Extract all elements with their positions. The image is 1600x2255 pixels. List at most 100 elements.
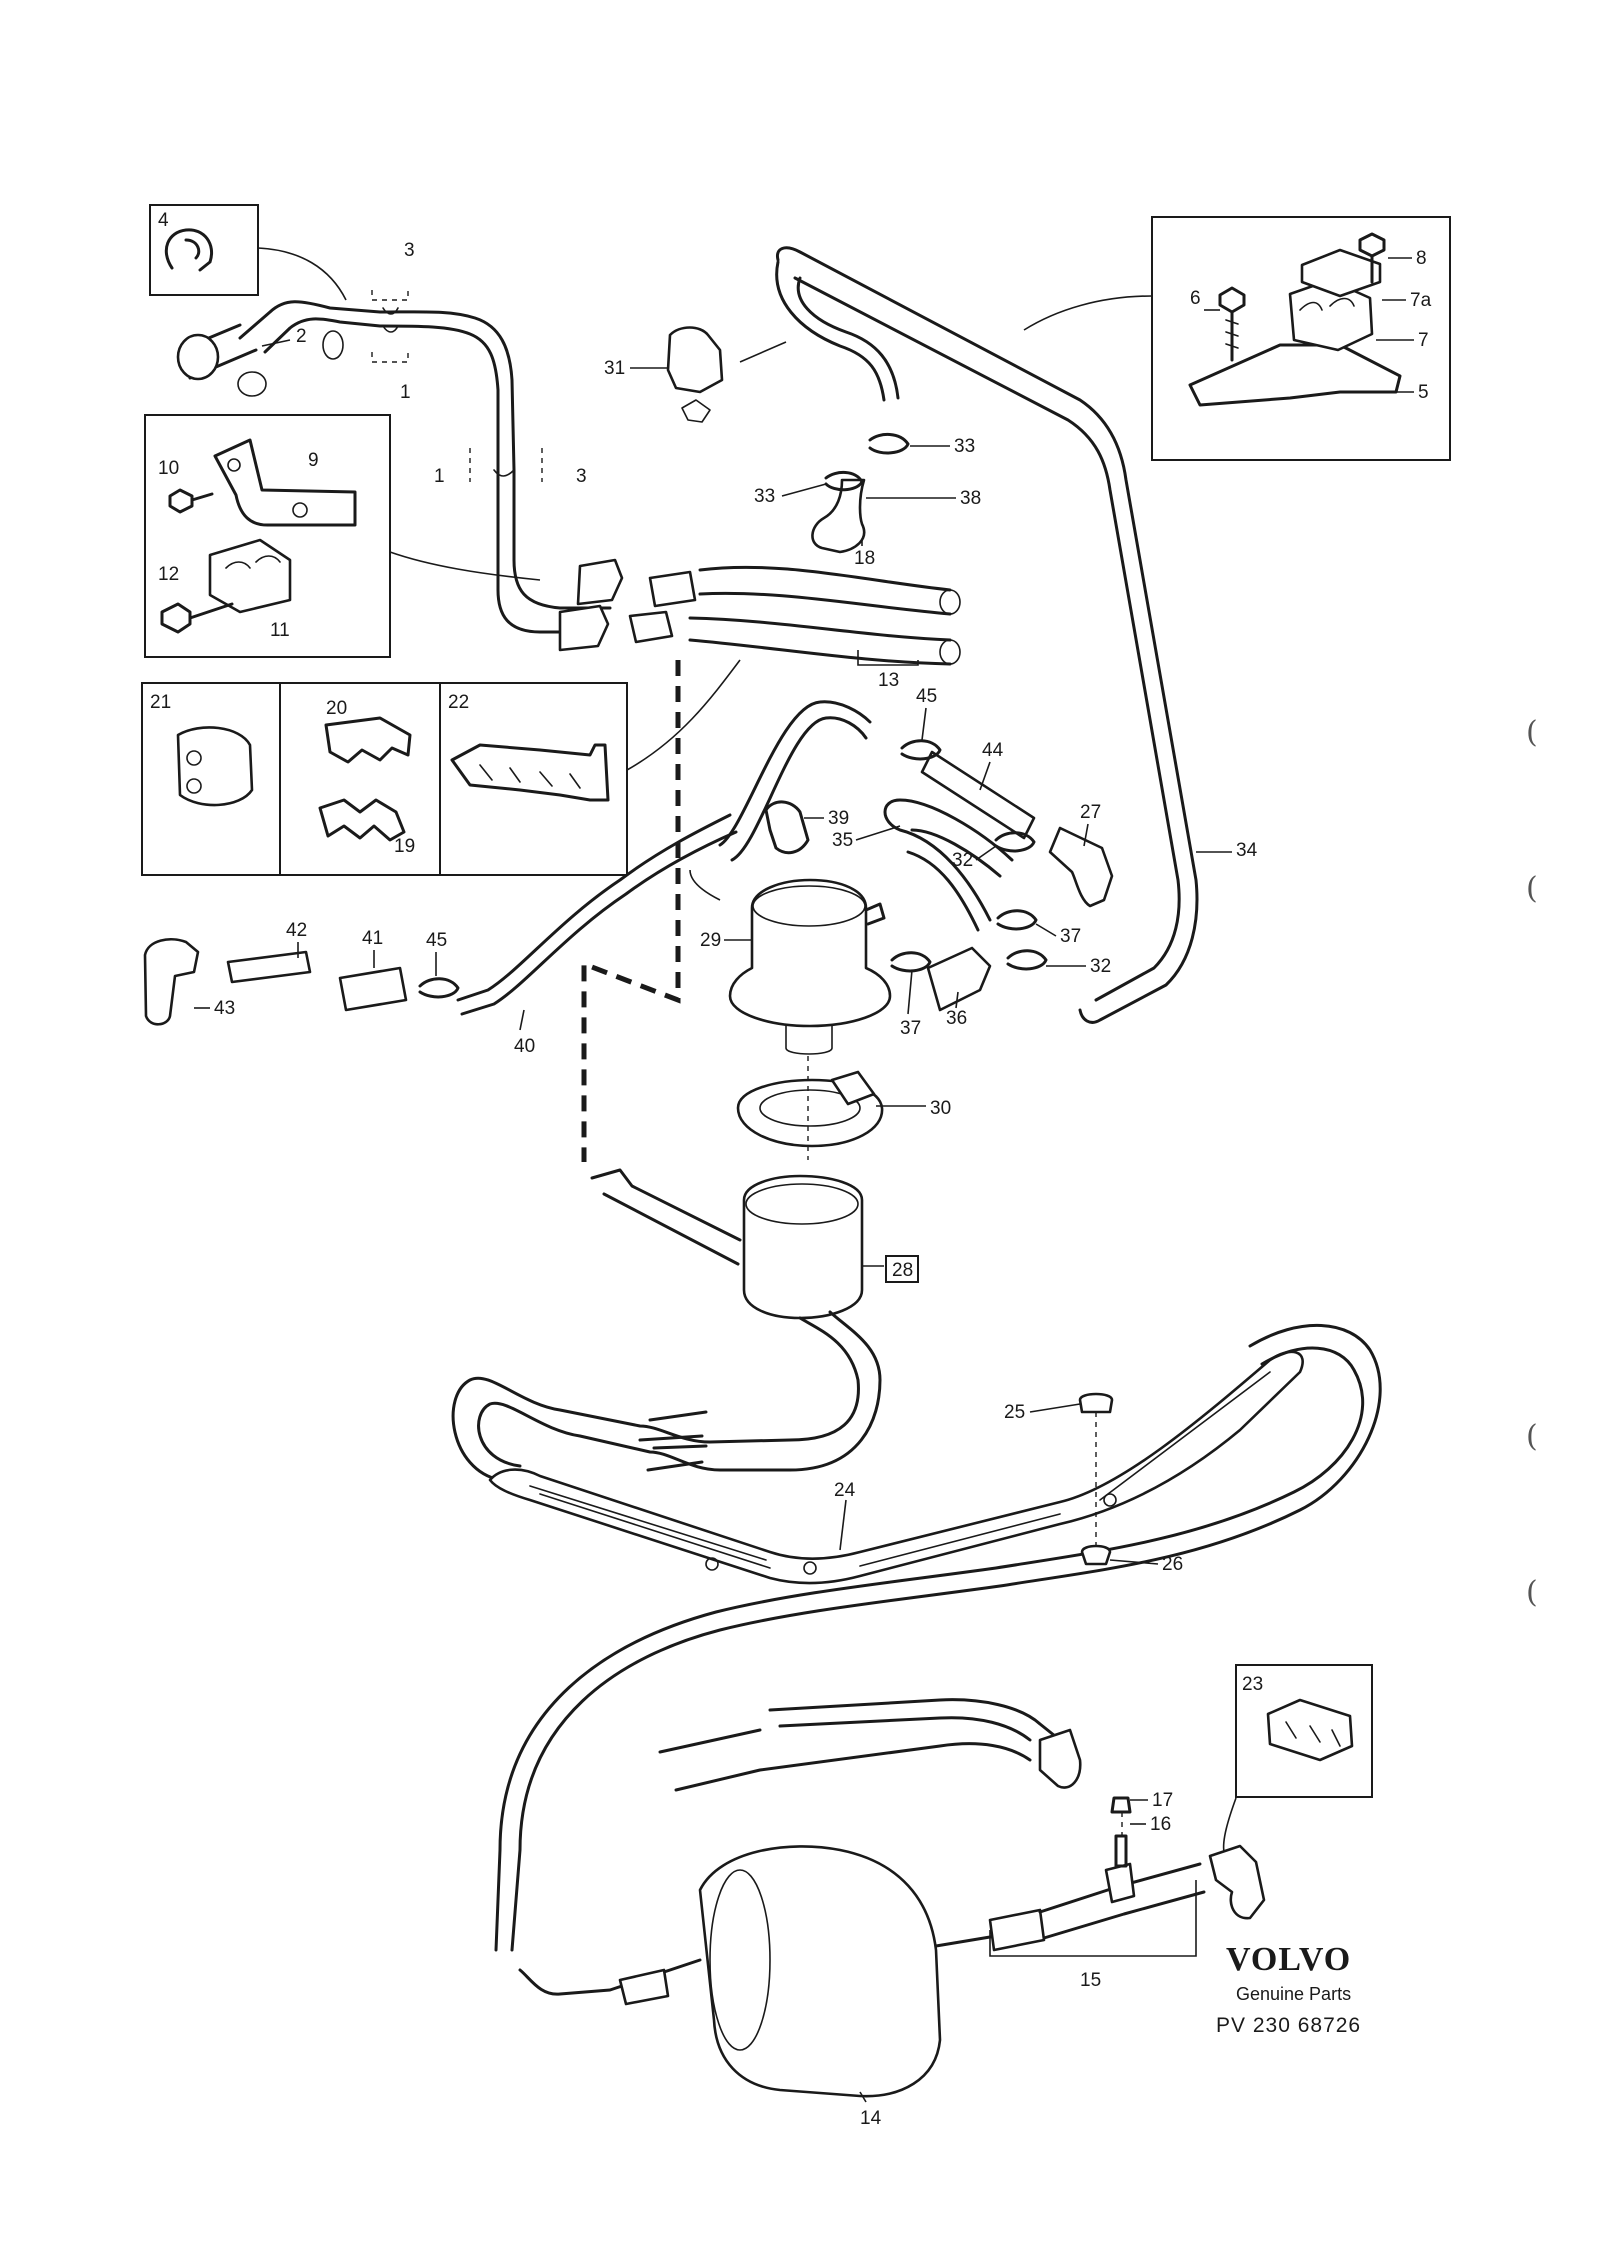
tick-25 [1029, 1403, 1081, 1413]
callout-25: 25 [1004, 1402, 1025, 1423]
leader-19-22 [626, 659, 741, 771]
clamp-part-37b [996, 909, 1038, 931]
clip-part-4 [164, 228, 213, 272]
leader-arrow-39 [689, 869, 721, 901]
inset-frame-23 [1235, 1664, 1373, 1798]
elbow-part-15 [1208, 1844, 1266, 1920]
sender-line-outer [451, 1310, 882, 1482]
callout-40: 40 [514, 1036, 535, 1057]
screw-part-12 [160, 602, 234, 634]
callout-33-right: 33 [954, 436, 975, 457]
join-cut-upper [382, 307, 399, 333]
leader-13-bracket [857, 650, 919, 666]
pipe-fitting-lower [558, 604, 610, 652]
regulator-29-neck [785, 1025, 833, 1055]
clamp-part-31 [666, 326, 724, 394]
tick-37l [907, 969, 913, 1015]
callout-45-upper: 45 [916, 686, 937, 707]
tick-37u [1035, 923, 1057, 937]
callout-44: 44 [982, 740, 1004, 761]
callout-19: 19 [394, 836, 415, 857]
inset-frame-9-12 [144, 414, 391, 658]
leader-5-8 [1023, 295, 1153, 331]
regulator-29-top [752, 885, 866, 927]
clamp-30-screw [830, 1070, 876, 1106]
pipe-nut-upper [648, 570, 697, 608]
clip-part-22 [450, 743, 610, 802]
fuel-filter-14-inlet [518, 1958, 702, 1996]
callout-15: 15 [1080, 1970, 1101, 1991]
callout-20: 20 [326, 698, 347, 719]
regulator-29-inlet [864, 902, 886, 926]
callout-28-box [885, 1255, 919, 1283]
join-marker-upper [371, 290, 409, 363]
callout-17: 17 [1152, 1790, 1173, 1811]
callout-28-boxed: 28 [892, 1260, 913, 1281]
hose-part-41 [338, 966, 408, 1012]
pipe-34 [775, 246, 1199, 1024]
leader-9-12 [389, 551, 541, 581]
brand-subtitle: Genuine Parts [1236, 1984, 1351, 2004]
margin-mark-1: ( [1526, 715, 1538, 750]
tick-33l [781, 483, 827, 497]
callout-29: 29 [700, 930, 721, 951]
callout-37-lower: 37 [900, 1018, 921, 1039]
callout-22: 22 [448, 692, 469, 713]
bracket-9-hole-a [227, 458, 241, 472]
callout-2: 2 [296, 326, 307, 347]
callout-ticks [194, 257, 1414, 2103]
connector-part-15a [988, 1908, 1046, 1952]
tick-35 [855, 825, 901, 841]
clamp-31-tab [681, 399, 711, 423]
sender-line-short-b [638, 1434, 704, 1472]
hose-13-end-a [939, 589, 961, 615]
tick-27 [1083, 823, 1089, 847]
pipe-part-18-run [775, 260, 900, 402]
fuel-filter-part-14 [698, 1845, 942, 2098]
brand-logo: VOLVO [1226, 1941, 1351, 1978]
clamp-part-39 [764, 800, 810, 855]
margin-mark-4: ( [1526, 1575, 1538, 1610]
callout-3-mid: 3 [576, 466, 587, 487]
bracket-part-5 [1188, 343, 1402, 407]
leader-23 [1222, 1797, 1237, 1853]
callout-32-upper: 32 [952, 850, 973, 871]
hose-13-upper-b [698, 591, 952, 616]
leader-arrow-31 [739, 341, 787, 363]
brand-block: VOLVO Genuine Parts PV 230 68726 [1216, 1941, 1360, 2037]
tick-32u [975, 845, 997, 861]
callout-1-top: 1 [400, 382, 411, 403]
elbow-part-43 [143, 938, 200, 1026]
connector-part-42 [226, 950, 312, 984]
clamp-30-inner [759, 1089, 861, 1127]
callout-24: 24 [834, 1480, 856, 1501]
clamp-part-45b [418, 977, 460, 999]
part-2-washer [237, 371, 267, 397]
callout-36: 36 [946, 1008, 967, 1029]
inset-frame-5-8 [1151, 216, 1451, 461]
callout-5: 5 [1418, 382, 1429, 403]
callout-6: 6 [1190, 288, 1201, 309]
callout-10: 10 [158, 458, 179, 479]
dashed-line-13-28 [581, 660, 681, 1162]
tank-carrier-24-ribs [529, 1371, 1271, 1569]
callout-13: 13 [878, 670, 899, 691]
callout-27: 27 [1080, 802, 1101, 823]
hose-part-44-b [730, 716, 868, 862]
clamp-7-slots [1299, 297, 1355, 311]
clamp-part-7a [1300, 248, 1382, 298]
callout-23: 23 [1242, 1674, 1263, 1695]
grommet-21-hole-b [186, 778, 202, 794]
bolt-part-6 [1218, 286, 1246, 362]
mid-hose-end [1038, 1728, 1082, 1789]
pipe-part-40 [456, 813, 732, 1002]
callout-26: 26 [1162, 1554, 1183, 1575]
callout-7a: 7a [1410, 290, 1432, 311]
callout-labels: 3 1 2 1 3 4 5 6 7 7a 8 9 10 11 12 13 14 … [150, 210, 1432, 2129]
grommet-21-hole-a [186, 750, 202, 766]
tick-26 [1109, 1559, 1159, 1565]
callout-7: 7 [1418, 330, 1429, 351]
clamp-11-slots [225, 555, 281, 569]
bolt-part-8 [1358, 232, 1386, 284]
tank-carrier-part-24 [488, 1350, 1304, 1585]
